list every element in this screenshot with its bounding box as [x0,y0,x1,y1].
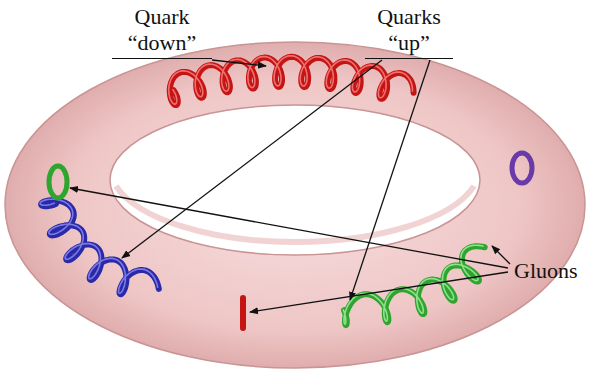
leader-line [212,60,266,66]
torus [5,42,585,368]
quark-down-helix-highlight [169,56,413,104]
quark-label: Quark “down” [112,4,212,59]
quark-label: Quarks “up” [365,4,453,59]
leader-line [350,60,430,300]
gluon-ring [49,166,67,198]
leader-line [122,60,382,258]
gluon-ring [512,153,532,183]
leader-line [70,188,508,268]
torus-inner-shade [116,186,474,242]
leader-line [492,246,510,264]
quark-up-helix [41,200,159,294]
quark-up-helix [344,246,485,325]
quark-up-helix-highlight [40,199,158,293]
gluon-label: Gluons [514,258,578,284]
leader-line [250,272,508,312]
gluon-bar [240,298,246,328]
